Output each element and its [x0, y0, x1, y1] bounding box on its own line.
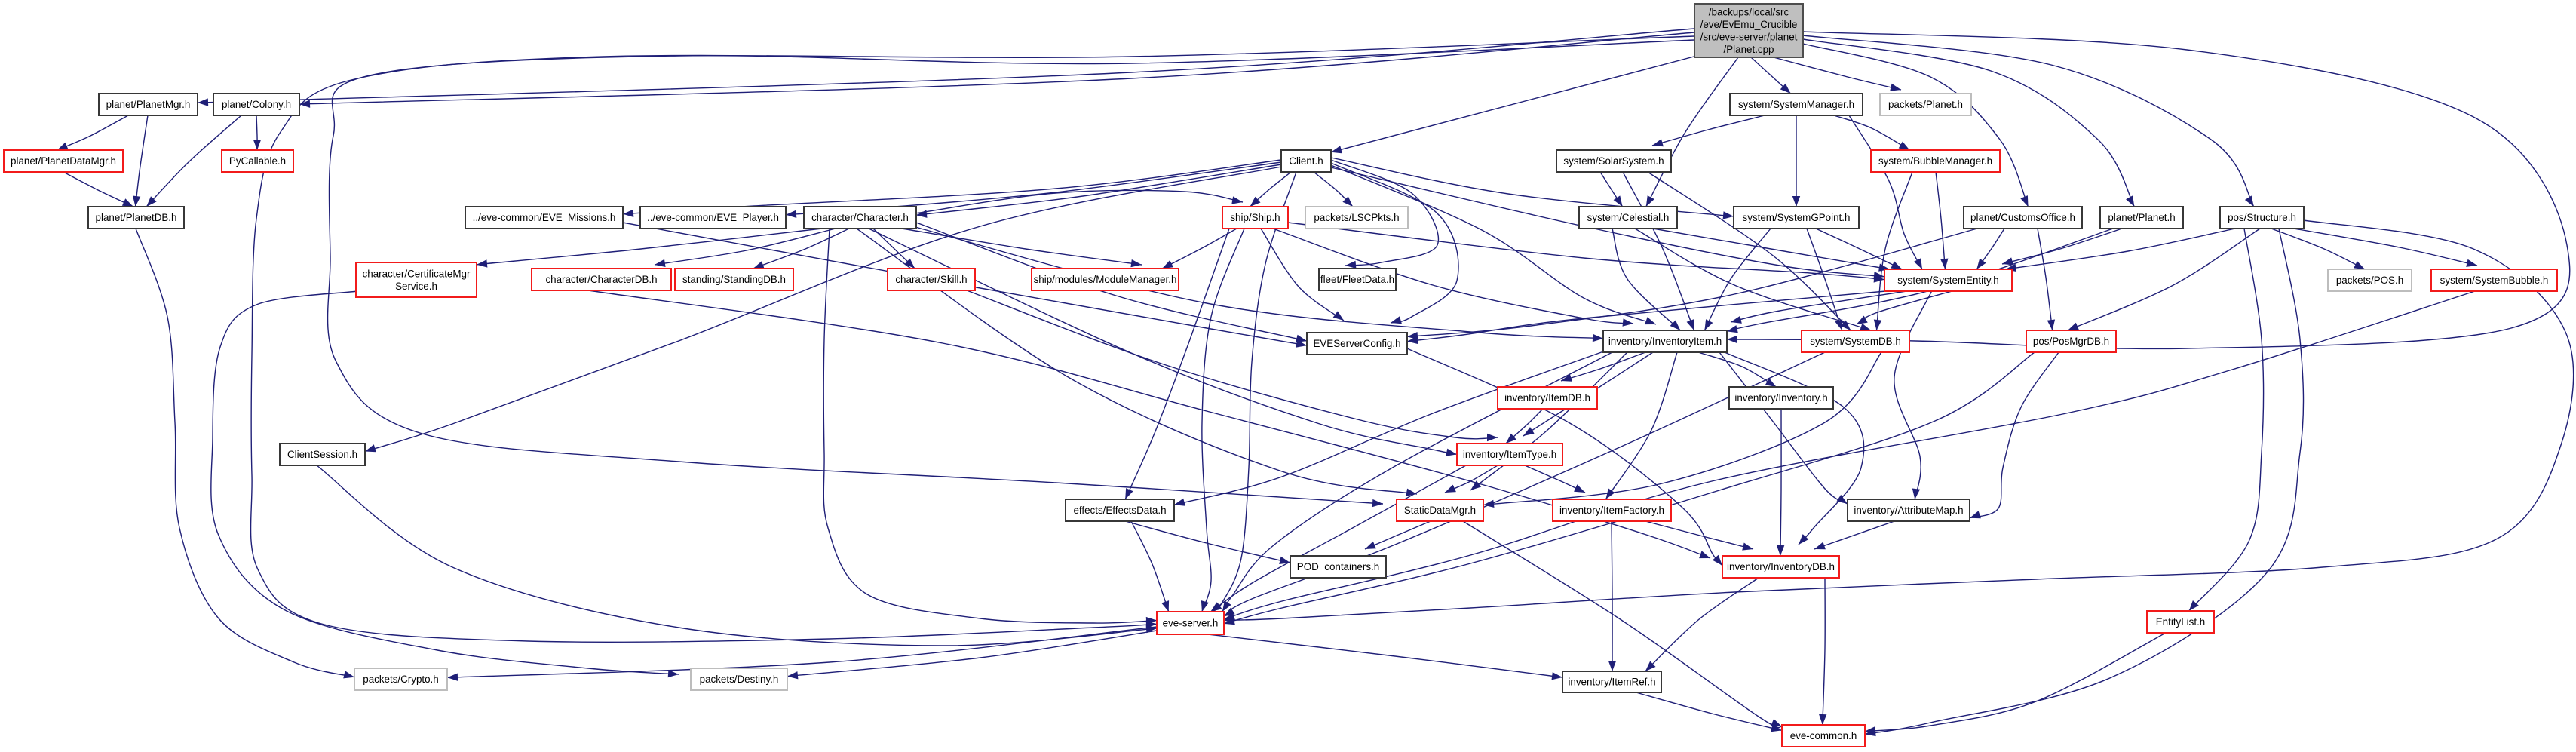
svg-text:/src/eve-server/planet: /src/eve-server/planet [1700, 32, 1798, 43]
svg-text:planet/PlanetDB.h: planet/PlanetDB.h [96, 212, 177, 223]
svg-text:pos/Structure.h: pos/Structure.h [2228, 212, 2296, 223]
svg-text:packets/LSCPkts.h: packets/LSCPkts.h [1314, 212, 1399, 223]
svg-text:packets/Crypto.h: packets/Crypto.h [363, 674, 438, 685]
svg-text:inventory/AttributeMap.h: inventory/AttributeMap.h [1854, 505, 1963, 516]
svg-text:system/Celestial.h: system/Celestial.h [1587, 212, 1670, 223]
svg-text:planet/PlanetDataMgr.h: planet/PlanetDataMgr.h [11, 155, 116, 167]
svg-text:/backups/local/src: /backups/local/src [1709, 6, 1789, 17]
svg-text:planet/Colony.h: planet/Colony.h [222, 99, 291, 110]
svg-text:POD_containers.h: POD_containers.h [1297, 561, 1379, 572]
svg-text:StaticDataMgr.h: StaticDataMgr.h [1404, 505, 1476, 516]
svg-text:character/Character.h: character/Character.h [811, 212, 909, 223]
svg-text:/eve/EvEmu_Crucible: /eve/EvEmu_Crucible [1700, 19, 1798, 30]
svg-text:Service.h: Service.h [395, 281, 437, 292]
svg-text:planet/PlanetMgr.h: planet/PlanetMgr.h [106, 99, 191, 110]
svg-text:../eve-common/EVE_Missions.h: ../eve-common/EVE_Missions.h [473, 212, 616, 223]
svg-text:EVEServerConfig.h: EVEServerConfig.h [1313, 338, 1400, 349]
svg-text:fleet/FleetData.h: fleet/FleetData.h [1320, 274, 1394, 285]
svg-text:system/SystemBubble.h: system/SystemBubble.h [2440, 275, 2549, 286]
svg-text:ship/modules/ModuleManager.h: ship/modules/ModuleManager.h [1034, 274, 1177, 285]
svg-text:planet/CustomsOffice.h: planet/CustomsOffice.h [1970, 212, 2075, 223]
svg-text:/Planet.cpp: /Planet.cpp [1724, 44, 1774, 55]
svg-text:character/CertificateMgr: character/CertificateMgr [363, 268, 471, 279]
svg-text:../eve-common/EVE_Player.h: ../eve-common/EVE_Player.h [647, 212, 779, 223]
svg-text:packets/Destiny.h: packets/Destiny.h [700, 674, 779, 685]
svg-text:system/SystemGPoint.h: system/SystemGPoint.h [1743, 212, 1851, 223]
svg-text:inventory/ItemType.h: inventory/ItemType.h [1463, 449, 1556, 460]
svg-text:ship/Ship.h: ship/Ship.h [1230, 212, 1280, 223]
svg-text:eve-common.h: eve-common.h [1790, 730, 1857, 741]
svg-text:system/SystemEntity.h: system/SystemEntity.h [1897, 275, 1998, 286]
svg-text:effects/EffectsData.h: effects/EffectsData.h [1073, 505, 1166, 516]
svg-text:standing/StandingDB.h: standing/StandingDB.h [682, 274, 786, 285]
svg-text:system/SystemDB.h: system/SystemDB.h [1810, 336, 1901, 347]
svg-text:PyCallable.h: PyCallable.h [229, 155, 286, 167]
svg-text:ClientSession.h: ClientSession.h [287, 449, 357, 460]
svg-text:pos/PosMgrDB.h: pos/PosMgrDB.h [2033, 336, 2109, 347]
svg-text:packets/POS.h: packets/POS.h [2336, 275, 2403, 286]
svg-text:character/CharacterDB.h: character/CharacterDB.h [545, 274, 657, 285]
svg-text:planet/Planet.h: planet/Planet.h [2108, 212, 2175, 223]
svg-text:character/Skill.h: character/Skill.h [895, 274, 967, 285]
svg-text:inventory/ItemFactory.h: inventory/ItemFactory.h [1559, 505, 1664, 516]
svg-text:EntityList.h: EntityList.h [2156, 616, 2206, 628]
svg-text:eve-server.h: eve-server.h [1163, 618, 1219, 629]
svg-text:packets/Planet.h: packets/Planet.h [1888, 99, 1963, 110]
svg-text:system/SolarSystem.h: system/SolarSystem.h [1563, 155, 1664, 167]
svg-text:inventory/ItemRef.h: inventory/ItemRef.h [1568, 677, 1655, 688]
svg-text:inventory/Inventory.h: inventory/Inventory.h [1734, 392, 1827, 404]
svg-text:system/BubbleManager.h: system/BubbleManager.h [1878, 155, 1992, 167]
svg-text:inventory/InventoryItem.h: inventory/InventoryItem.h [1608, 336, 1722, 347]
svg-text:inventory/ItemDB.h: inventory/ItemDB.h [1504, 392, 1590, 404]
svg-text:system/SystemManager.h: system/SystemManager.h [1738, 99, 1854, 110]
svg-text:Client.h: Client.h [1289, 155, 1323, 167]
svg-text:inventory/InventoryDB.h: inventory/InventoryDB.h [1727, 561, 1835, 572]
